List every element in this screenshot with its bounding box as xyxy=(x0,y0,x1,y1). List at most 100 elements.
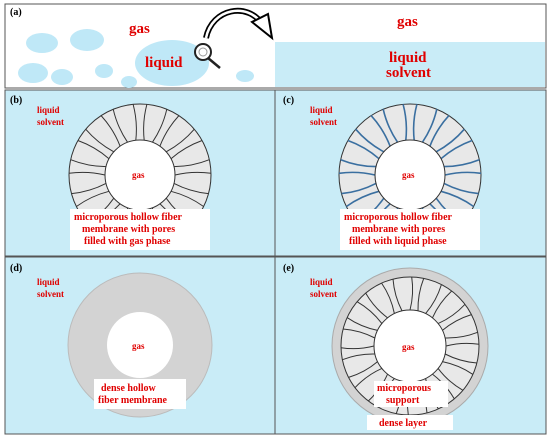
pore-wall xyxy=(341,182,377,195)
pore-wall xyxy=(355,128,385,153)
pore-wall xyxy=(112,109,129,143)
dense-layer-box xyxy=(367,415,453,430)
pore-wall xyxy=(437,368,464,391)
panel-label: (b) xyxy=(10,95,22,106)
solvent-line1: liquid xyxy=(310,277,333,287)
pore-wall xyxy=(392,279,403,312)
caption-line2: membrane with pores xyxy=(82,224,175,235)
caption-line2: support xyxy=(386,395,420,406)
gas-label: gas xyxy=(129,21,150,37)
pore-wall xyxy=(370,115,391,147)
panel-label: (a) xyxy=(10,7,22,18)
pore-wall xyxy=(425,284,442,314)
pore-wall xyxy=(442,314,472,331)
pore-wall xyxy=(431,290,453,319)
panel-label: (d) xyxy=(10,263,22,274)
solvent-line2: solvent xyxy=(37,289,64,299)
caption-line2: membrane with pores xyxy=(352,224,445,235)
panel-label: (e) xyxy=(283,263,294,274)
pore-wall xyxy=(343,328,376,339)
pore-wall xyxy=(170,140,203,160)
pore-wall xyxy=(435,128,465,153)
pore-wall xyxy=(347,139,380,160)
pore-wall xyxy=(132,104,137,141)
pore-wall xyxy=(85,128,115,153)
solvent-line2: solvent xyxy=(310,289,337,299)
caption-line3: filled with gas phase xyxy=(84,236,171,247)
lumen-gas xyxy=(107,312,173,378)
pore-wall xyxy=(165,128,195,153)
droplets xyxy=(18,29,254,88)
pore-wall xyxy=(444,353,477,364)
liquid-solvent-line2: solvent xyxy=(386,65,431,81)
solvent-line2: solvent xyxy=(310,117,337,127)
pore-wall xyxy=(402,104,408,141)
pore-wall xyxy=(417,278,425,311)
center-gas-label: gas xyxy=(402,170,415,180)
pore-wall xyxy=(421,109,438,143)
pore-wall xyxy=(159,115,180,147)
pore-wall xyxy=(338,171,376,176)
pore-wall xyxy=(442,361,474,375)
solvent-line1: liquid xyxy=(37,105,60,115)
pore-wall xyxy=(445,331,478,339)
pore-wall xyxy=(68,171,106,176)
pore-wall xyxy=(382,109,399,143)
pore-wall xyxy=(143,104,148,141)
pore-wall xyxy=(170,190,204,207)
caption-line1: dense hollow xyxy=(101,383,157,394)
gas-right-label: gas xyxy=(397,14,418,30)
panel-a: (a) gas liquid gas liquid solvent xyxy=(4,3,547,89)
pore-wall xyxy=(409,276,414,311)
pore-wall xyxy=(444,171,482,176)
pore-wall xyxy=(77,140,110,160)
caption-box xyxy=(94,379,186,409)
caption-line3: filled with liquid phase xyxy=(349,236,447,247)
solvent-line1: liquid xyxy=(310,105,333,115)
caption-box xyxy=(374,381,448,407)
panel-d: (d) liquid solvent gas dense hollow fibe… xyxy=(4,256,276,435)
caption-line1: microporous xyxy=(377,383,431,394)
pore-wall xyxy=(365,292,388,319)
pore-wall xyxy=(354,367,383,389)
pore-wall xyxy=(71,182,107,195)
liquid-label: liquid xyxy=(145,55,183,71)
caption-box xyxy=(340,209,480,250)
pore-wall xyxy=(346,317,378,331)
pore-wall xyxy=(445,342,480,347)
pore-wall xyxy=(174,171,212,176)
pore-wall xyxy=(151,109,168,143)
pore-wall xyxy=(100,115,121,147)
pore-wall xyxy=(443,158,480,168)
panel-c: (c) liquid solvent gas microporous hollo… xyxy=(274,89,547,257)
panel-e: (e) liquid solvent gas microporous suppo… xyxy=(274,256,547,435)
pore-wall xyxy=(173,182,209,195)
magnifier-icon xyxy=(194,43,221,69)
caption-line2: fiber membrane xyxy=(98,395,168,406)
pore-wall xyxy=(356,301,383,324)
dense-layer-label: dense layer xyxy=(379,418,428,429)
center-gas-label: gas xyxy=(402,342,415,352)
caption-box xyxy=(70,209,210,250)
pore-wall xyxy=(437,303,466,325)
pore-wall xyxy=(76,190,110,207)
solvent-line2: solvent xyxy=(37,117,64,127)
pore-wall xyxy=(381,282,395,314)
pore-wall xyxy=(443,182,479,195)
center-gas-label: gas xyxy=(132,341,145,351)
curved-arrow-icon xyxy=(203,7,274,41)
center-gas-label: gas xyxy=(132,170,145,180)
pore-wall xyxy=(440,190,475,208)
pore-wall xyxy=(342,353,375,361)
pore-wall xyxy=(173,159,210,168)
pore-wall xyxy=(345,190,380,208)
pore-wall xyxy=(412,104,418,141)
liquid-solvent-region xyxy=(275,42,545,87)
pore-wall xyxy=(340,158,377,168)
caption-line1: microporous hollow fiber xyxy=(74,212,183,223)
caption-line1: microporous hollow fiber xyxy=(344,212,453,223)
pore-wall xyxy=(429,115,450,147)
solvent-line1: liquid xyxy=(37,277,60,287)
panel-b: (b) liquid solvent gas microporous hollo… xyxy=(4,89,276,257)
